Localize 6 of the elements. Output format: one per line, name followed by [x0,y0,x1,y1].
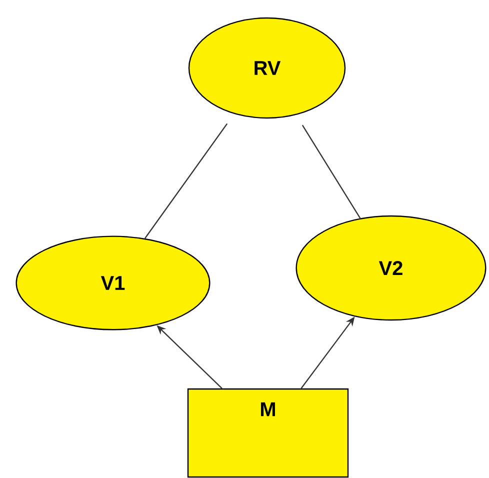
rectangle-node: M [187,388,349,478]
ellipse-node: V2 [296,215,486,321]
connector-line [144,123,228,239]
ellipse-node: V1 [16,236,210,330]
ellipse-node: RV [188,17,346,119]
connector-line [302,124,361,219]
